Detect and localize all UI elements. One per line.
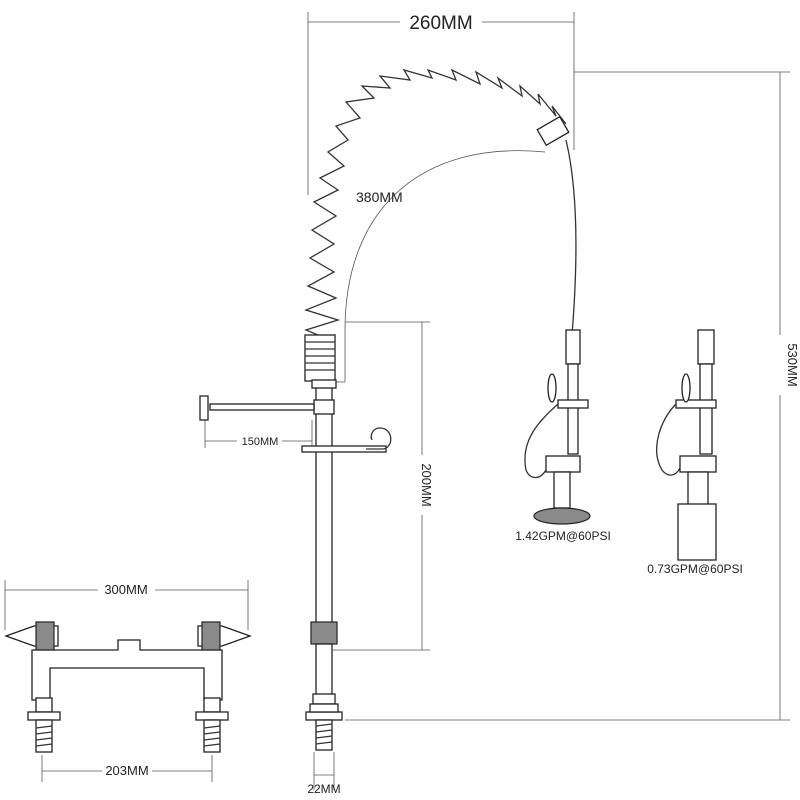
spray-valve-a (524, 329, 591, 525)
faucet-column (199, 68, 577, 751)
dimension-labels: 260MM 380MM 530MM 150MM 200MM 300MM 203M… (104, 13, 800, 796)
column-height-label: 200MM (419, 463, 434, 506)
deck-mount-base (4, 621, 252, 753)
dimension-lines (4, 12, 790, 790)
flow-rate-a-label: 1.42GPM@60PSI (515, 529, 611, 543)
arm-length-label: 150MM (242, 436, 279, 448)
spring-coil (304, 68, 567, 341)
spout-reach-label: 380MM (356, 189, 403, 205)
overall-width-label: 260MM (409, 13, 472, 34)
shank-diameter-label: 22MM (307, 782, 340, 796)
overall-height-label: 530MM (785, 343, 800, 386)
flow-rate-b-label: 0.73GPM@60PSI (647, 562, 743, 576)
base-width-label: 300MM (104, 582, 147, 597)
spray-valve-b (656, 329, 717, 561)
center-distance-label: 203MM (105, 763, 148, 778)
